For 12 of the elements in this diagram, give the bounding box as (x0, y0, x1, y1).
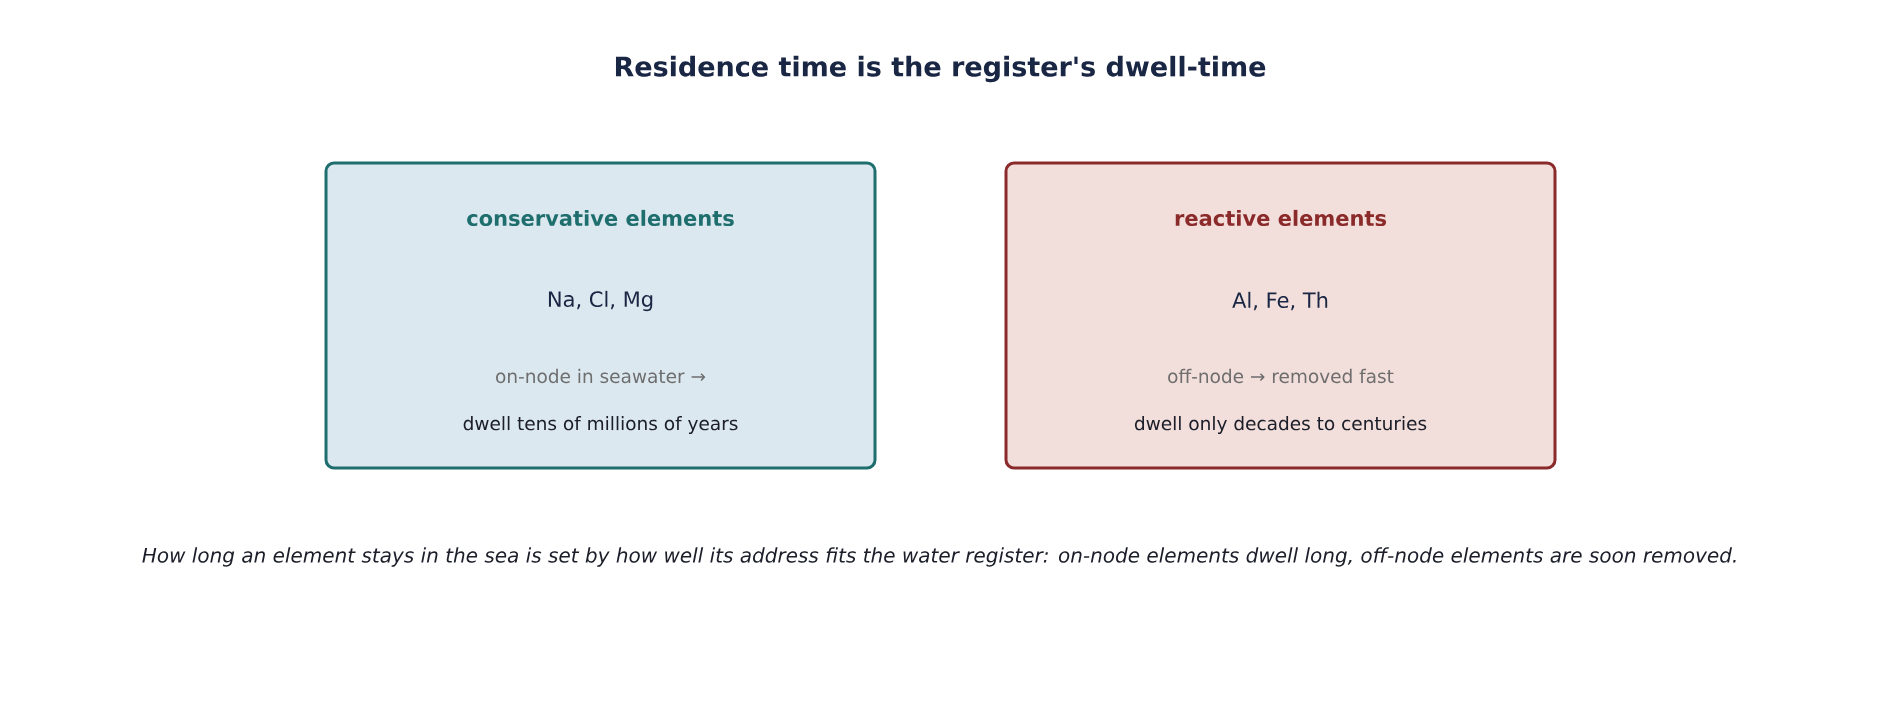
title: Residence time is the register's dwell-time (615, 55, 1266, 83)
card-heading: reactive elements (1175, 209, 1386, 227)
card-note: off-node → removed fast (1168, 368, 1394, 384)
card-heading: conservative elements (467, 209, 734, 227)
element-card (1004, 161, 1557, 470)
card-text: dwell only decades to centuries (1134, 416, 1427, 434)
element-card (324, 161, 877, 470)
element-list: Al, Fe, Th (1232, 291, 1328, 311)
card-note: on-node in seawater → (496, 368, 706, 384)
card-text: dwell tens of millions of years (463, 416, 738, 434)
element-list: Na, Cl, Mg (548, 290, 653, 312)
caption: How long an element stays in the sea is set by how well its address fits the water register: on-node elements dwell long, off-node elements are soon removed. (142, 547, 1736, 567)
